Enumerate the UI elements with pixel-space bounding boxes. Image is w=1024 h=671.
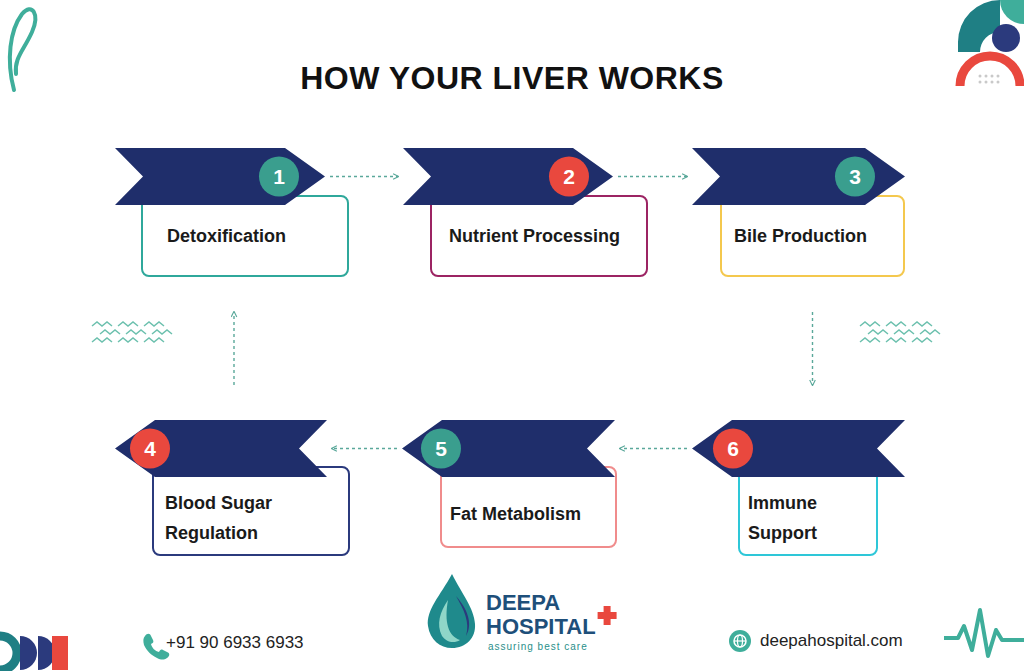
logo-plus	[598, 606, 617, 625]
step-box: Detoxification	[141, 195, 349, 277]
red-block	[52, 636, 68, 670]
step-number: 2	[549, 157, 589, 197]
step-number: 1	[259, 157, 299, 197]
banner-shape	[403, 148, 613, 205]
logo-drop	[428, 574, 475, 648]
dot-circle	[992, 24, 1020, 52]
step-banner: 5	[402, 420, 615, 477]
flow-arrow	[332, 448, 397, 449]
step-number: 5	[421, 429, 461, 469]
logo-name: HOSPITAL	[486, 614, 596, 640]
flow-arrow	[618, 176, 687, 177]
website: deepahospital.com	[760, 631, 903, 651]
step-number: 4	[130, 429, 170, 469]
step-banner: 4	[115, 420, 327, 477]
arc-shape	[960, 56, 1020, 86]
step-number: 6	[713, 429, 753, 469]
step-box: Blood Sugar Regulation	[152, 466, 350, 556]
step-banner: 6	[692, 420, 905, 477]
flow-arrow	[812, 312, 813, 385]
flow-arrow	[330, 176, 398, 177]
logo-tagline: assuring best care	[488, 641, 588, 652]
step-banner: 1	[115, 148, 325, 205]
squiggle	[10, 9, 35, 90]
flow-arrow	[620, 448, 687, 449]
step-label: Detoxification	[167, 221, 286, 251]
step-banner: 3	[692, 148, 905, 205]
step-label: Nutrient Processing	[449, 221, 620, 251]
dots	[979, 75, 1000, 84]
step-box: Bile Production	[720, 195, 905, 277]
phone-number: +91 90 6933 6933	[166, 633, 304, 653]
banner-shape	[692, 148, 905, 205]
step-label: Bile Production	[734, 221, 867, 251]
pulse-line	[944, 610, 1024, 656]
banner-shape	[402, 420, 615, 477]
phone-icon	[143, 634, 169, 660]
step-banner: 2	[403, 148, 613, 205]
half-disc	[20, 636, 37, 670]
step-box: Immune Support	[738, 466, 878, 556]
banner-shape	[115, 148, 325, 205]
step-label: Blood Sugar Regulation	[165, 488, 340, 548]
step-box: Nutrient Processing	[430, 195, 648, 277]
ring-arc	[0, 636, 17, 670]
globe-icon	[729, 630, 751, 652]
flow-arrow	[233, 312, 234, 385]
corner-shape	[1000, 0, 1024, 24]
title: HOW YOUR LIVER WORKS	[0, 60, 1024, 97]
step-box: Fat Metabolism	[440, 466, 617, 548]
step-number: 3	[835, 157, 875, 197]
step-label: Immune Support	[748, 488, 868, 548]
step-label: Fat Metabolism	[450, 499, 581, 529]
banner-shape	[692, 420, 905, 477]
logo-name: DEEPA	[486, 590, 560, 616]
